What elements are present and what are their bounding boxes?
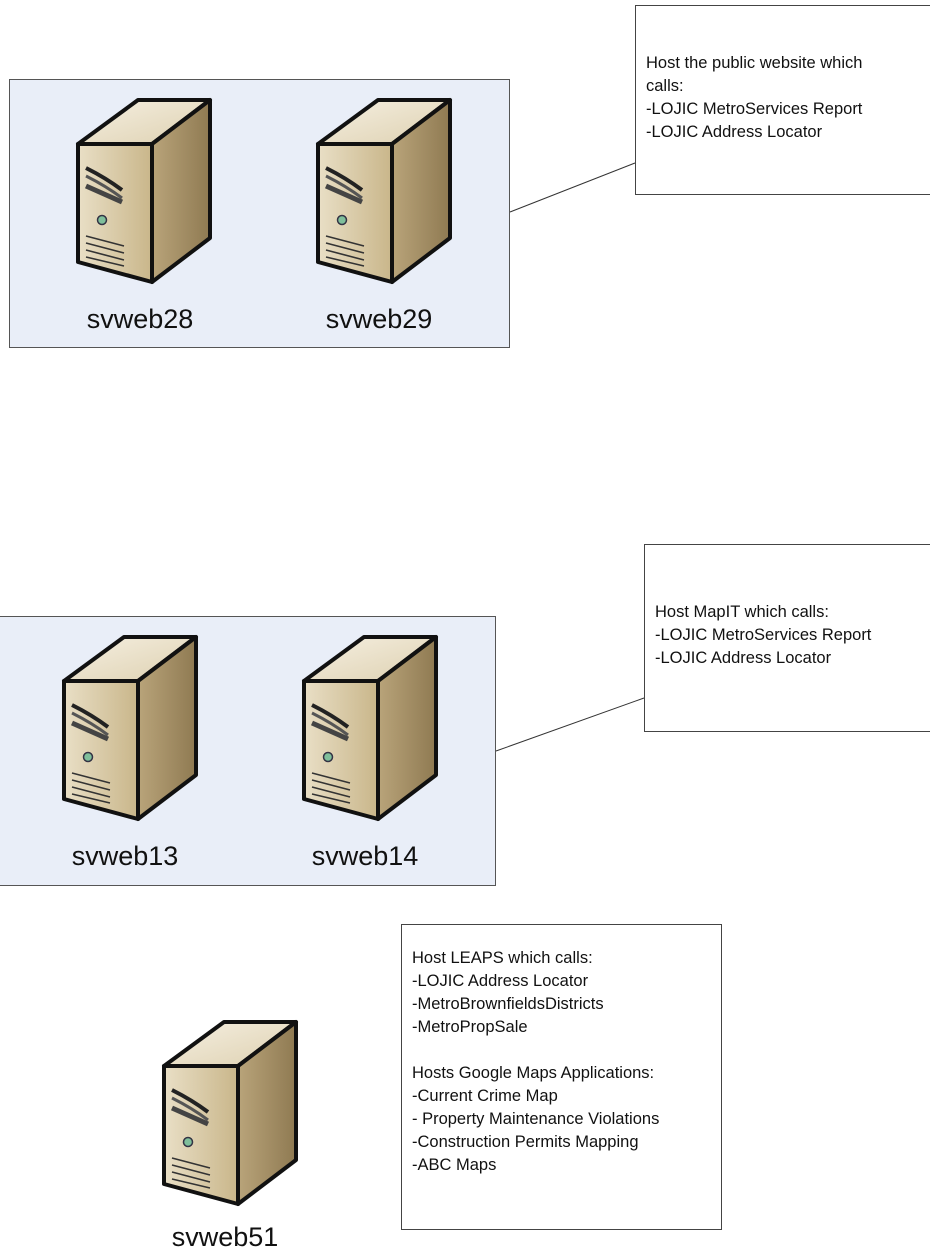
note-line: -ABC Maps (412, 1156, 497, 1174)
note-line: Host LEAPS which calls: (412, 949, 593, 967)
description-note-middle: Host MapIT which calls: -LOJIC MetroServi… (644, 544, 930, 732)
note-line: Hosts Google Maps Applications: (412, 1064, 655, 1082)
note-line: -LOJIC MetroServices Report (646, 100, 863, 118)
note-line: -LOJIC Address Locator (646, 123, 823, 141)
server-label: svweb28 (86, 304, 194, 334)
server-icon[interactable] (52, 633, 202, 823)
description-note-top: Host the public website which calls: -LOJI… (635, 5, 930, 195)
note-line: -Current Crime Map (412, 1087, 558, 1105)
note-line: -Construction Permits Mapping (412, 1133, 639, 1151)
note-line: Host MapIT which calls: (655, 603, 829, 621)
server-label: svweb51 (171, 1222, 279, 1252)
note-line: -LOJIC Address Locator (655, 649, 832, 667)
note-line: Host the public website which (646, 54, 863, 72)
server-label: svweb13 (71, 841, 179, 871)
note-line: -MetroPropSale (412, 1018, 528, 1036)
note-line: -LOJIC MetroServices Report (655, 626, 872, 644)
server-icon[interactable] (292, 633, 442, 823)
description-note-bottom: Host LEAPS which calls: -LOJIC Address Lo… (401, 924, 722, 1230)
server-icon[interactable] (306, 96, 456, 286)
note-line: - Property Maintenance Violations (412, 1110, 660, 1128)
server-icon[interactable] (66, 96, 216, 286)
note-line: calls: (646, 77, 684, 95)
note-line (412, 1039, 711, 1062)
server-icon[interactable] (152, 1018, 302, 1208)
note-line: -MetroBrownfieldsDistricts (412, 995, 604, 1013)
server-label: svweb29 (325, 304, 433, 334)
server-label: svweb14 (311, 841, 419, 871)
connector-top (509, 162, 636, 213)
connector-middle (495, 697, 645, 752)
note-line: -LOJIC Address Locator (412, 972, 589, 990)
